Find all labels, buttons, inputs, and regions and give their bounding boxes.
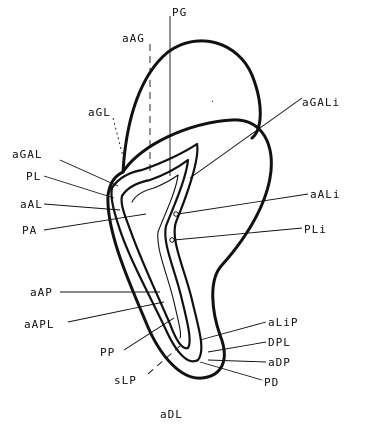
label-aAL: aAL	[20, 198, 43, 211]
label-aAG: aAG	[122, 32, 145, 45]
leader-aAPL	[68, 302, 164, 322]
crown-dot: ·	[210, 97, 216, 106]
label-DPL: DPL	[268, 336, 291, 349]
label-aLiP: aLiP	[268, 316, 299, 329]
label-aGALi: aGALi	[302, 96, 340, 109]
leader-PA	[44, 214, 146, 230]
label-PL: PL	[26, 170, 41, 183]
leader-PP	[124, 318, 174, 350]
pulp-core	[132, 175, 181, 338]
label-aAP: aAP	[30, 286, 53, 299]
leader-aALi	[178, 194, 308, 214]
label-aDL: aDL	[160, 408, 183, 421]
leader-DPL	[208, 342, 266, 352]
label-sLP: sLP	[114, 374, 137, 387]
label-aAPL: aAPL	[24, 318, 55, 331]
marker-pli	[170, 238, 174, 242]
label-PLi: PLi	[304, 223, 327, 236]
label-aGAL: aGAL	[12, 148, 43, 161]
crown-speckle: ᐩ	[198, 123, 203, 133]
label-aGL: aGL	[88, 106, 111, 119]
label-aALi: aALi	[310, 188, 341, 201]
label-PA: PA	[22, 224, 37, 237]
label-aDP: aDP	[268, 356, 291, 369]
leader-aGALi	[190, 98, 302, 178]
label-PP: PP	[100, 346, 115, 359]
label-PG: PG	[172, 6, 187, 19]
leader-aDP	[208, 360, 266, 362]
leader-aLiP	[200, 322, 266, 340]
marker-ali	[174, 212, 178, 216]
leader-sLP	[148, 346, 180, 374]
leader-aGAL	[60, 160, 118, 186]
label-PD: PD	[264, 376, 279, 389]
leader-PLi	[174, 228, 302, 240]
